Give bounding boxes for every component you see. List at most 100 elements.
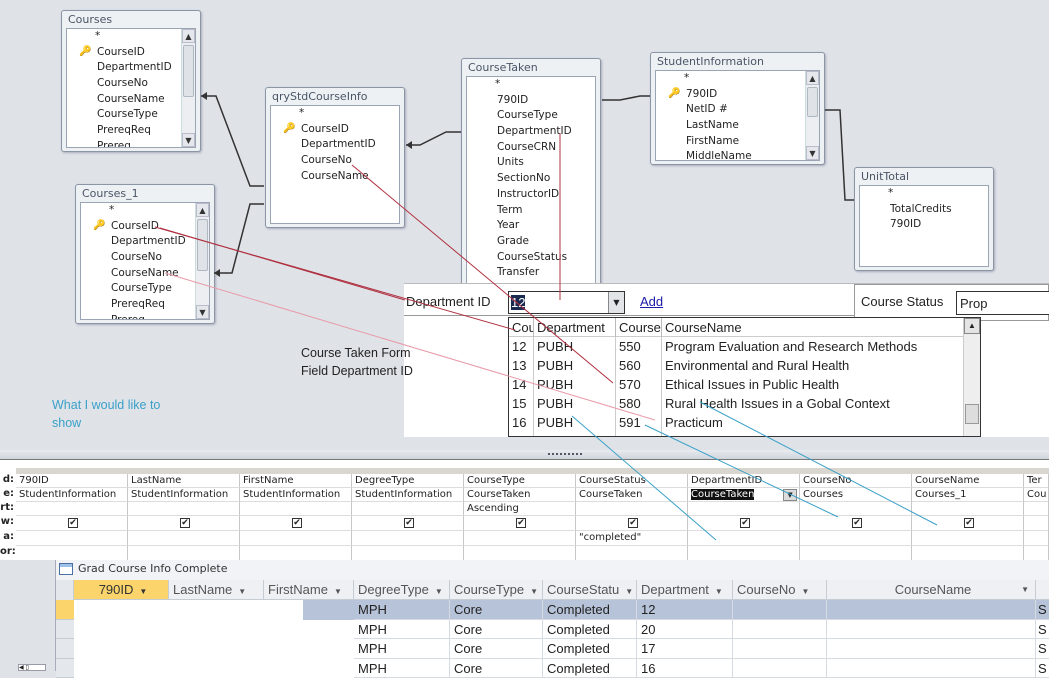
- table-field[interactable]: NetID #: [656, 102, 819, 118]
- grid-or-cell[interactable]: [576, 546, 688, 560]
- dropdown-arrow-icon[interactable]: ▼: [608, 292, 624, 313]
- table-field[interactable]: *: [467, 77, 595, 93]
- grid-table-value-selected[interactable]: CourseTaken: [691, 489, 754, 500]
- table-field[interactable]: FirstName: [656, 134, 819, 150]
- grid-or-cell[interactable]: [16, 546, 128, 560]
- grid-sort-cell[interactable]: [912, 502, 1024, 516]
- grid-field-cell[interactable]: CourseName: [912, 474, 1024, 488]
- sort-dropdown-icon[interactable]: ▼: [530, 587, 538, 596]
- column-header[interactable]: [1036, 580, 1049, 600]
- grid-table-cell[interactable]: StudentInformation: [16, 488, 128, 502]
- column-header[interactable]: CourseType▼: [450, 580, 543, 600]
- scrollbar[interactable]: ▲▼: [181, 29, 195, 147]
- grid-criteria-cell[interactable]: [464, 531, 576, 546]
- data-cell[interactable]: Core: [450, 659, 543, 678]
- table-field[interactable]: MiddleName: [656, 149, 819, 161]
- table-field[interactable]: SectionNo: [467, 171, 595, 187]
- data-cell[interactable]: Core: [450, 620, 543, 640]
- data-cell[interactable]: 12: [637, 600, 733, 620]
- table-field[interactable]: CourseType: [81, 281, 209, 297]
- show-checkbox[interactable]: ✔: [404, 518, 414, 528]
- grid-or-cell[interactable]: [1024, 546, 1049, 560]
- table-field[interactable]: CourseName: [67, 92, 195, 108]
- grid-criteria-cell[interactable]: "completed": [576, 531, 688, 546]
- grid-or-cell[interactable]: [240, 546, 352, 560]
- table-field[interactable]: *: [67, 29, 195, 45]
- data-cell[interactable]: MPH: [354, 600, 450, 620]
- sort-dropdown-icon[interactable]: ▼: [625, 587, 633, 596]
- sort-dropdown-icon[interactable]: ▼: [715, 587, 723, 596]
- data-cell[interactable]: [827, 659, 1036, 678]
- data-cell[interactable]: MPH: [354, 639, 450, 659]
- pane-splitter[interactable]: [0, 450, 1049, 460]
- data-cell[interactable]: [733, 659, 827, 678]
- grid-criteria-cell[interactable]: [240, 531, 352, 546]
- data-cell[interactable]: [827, 639, 1036, 659]
- sort-dropdown-icon[interactable]: ▼: [334, 587, 342, 596]
- grid-table-cell[interactable]: CourseTaken: [576, 488, 688, 502]
- department-id-combo[interactable]: 12 ▼: [508, 291, 625, 314]
- add-link[interactable]: Add: [640, 294, 663, 309]
- table-field[interactable]: CourseType: [67, 107, 195, 123]
- grid-sort-cell[interactable]: [128, 502, 240, 516]
- column-header[interactable]: Department▼: [637, 580, 733, 600]
- grid-criteria-cell[interactable]: [688, 531, 800, 546]
- grid-table-cell[interactable]: StudentInformation: [128, 488, 240, 502]
- dropdown-row[interactable]: 17PUBH592Professional Portfolio: [509, 432, 964, 437]
- grid-field-cell[interactable]: Ter: [1024, 474, 1049, 488]
- column-header[interactable]: 790ID▼: [74, 580, 169, 600]
- grid-sort-cell[interactable]: [1024, 502, 1049, 516]
- grid-table-cell[interactable]: StudentInformation: [352, 488, 464, 502]
- grid-field-cell[interactable]: LastName: [128, 474, 240, 488]
- grid-or-cell[interactable]: [800, 546, 912, 560]
- data-cell[interactable]: [827, 600, 1036, 620]
- grid-field-cell[interactable]: CourseStatus: [576, 474, 688, 488]
- select-all-corner[interactable]: [56, 580, 74, 600]
- table-field[interactable]: Prereq: [81, 313, 209, 320]
- grid-sort-cell[interactable]: [800, 502, 912, 516]
- record-selector[interactable]: [56, 600, 74, 620]
- grid-sort-cell[interactable]: [352, 502, 464, 516]
- record-selector[interactable]: [56, 659, 74, 678]
- grid-table-cell[interactable]: CourseTaken: [464, 488, 576, 502]
- table-field[interactable]: Prereq: [67, 139, 195, 148]
- grid-table-cell[interactable]: Cou: [1024, 488, 1049, 502]
- grid-table-cell[interactable]: StudentInformation: [240, 488, 352, 502]
- table-field[interactable]: CourseCRN: [467, 140, 595, 156]
- table-field[interactable]: DepartmentID: [67, 60, 195, 76]
- grid-criteria-cell[interactable]: [1024, 531, 1049, 546]
- scrollbar[interactable]: ▲: [963, 318, 980, 437]
- data-cell[interactable]: Completed: [543, 620, 637, 640]
- show-checkbox[interactable]: ✔: [628, 518, 638, 528]
- table-field[interactable]: Term: [467, 203, 595, 219]
- grid-sort-cell[interactable]: [576, 502, 688, 516]
- column-header[interactable]: CourseNo▼: [733, 580, 827, 600]
- course-status-field[interactable]: Prop: [956, 291, 1049, 315]
- show-checkbox[interactable]: ✔: [180, 518, 190, 528]
- table-field[interactable]: PrereqReq: [67, 123, 195, 139]
- dropdown-arrow-icon[interactable]: ▼: [783, 489, 797, 501]
- sort-dropdown-icon[interactable]: ▼: [238, 587, 246, 596]
- column-header[interactable]: DegreeType▼: [354, 580, 450, 600]
- data-cell[interactable]: Completed: [543, 659, 637, 678]
- data-cell[interactable]: 17: [637, 639, 733, 659]
- grid-criteria-cell[interactable]: [128, 531, 240, 546]
- grid-criteria-cell[interactable]: [912, 531, 1024, 546]
- table-field[interactable]: InstructorID: [467, 187, 595, 203]
- data-cell[interactable]: S: [1036, 639, 1049, 659]
- table-field[interactable]: DepartmentID: [81, 234, 209, 250]
- data-cell[interactable]: [827, 620, 1036, 640]
- grid-field-cell[interactable]: DepartmentID: [688, 474, 800, 488]
- show-checkbox[interactable]: ✔: [740, 518, 750, 528]
- data-cell[interactable]: Completed: [543, 600, 637, 620]
